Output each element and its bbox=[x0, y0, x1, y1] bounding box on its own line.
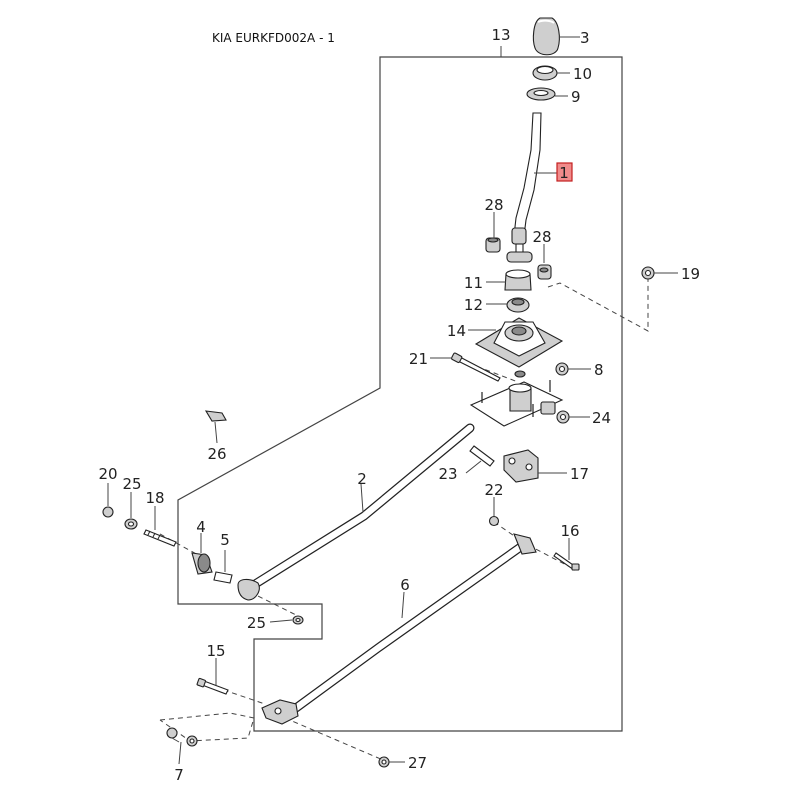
callout-22[interactable]: 22 bbox=[484, 481, 503, 499]
callout-16[interactable]: 16 bbox=[560, 522, 579, 540]
callout-24[interactable]: 24 bbox=[592, 409, 611, 427]
bushing-part-28-left[interactable] bbox=[485, 237, 501, 253]
nut-part-24[interactable] bbox=[556, 410, 570, 424]
boot-spring-part-10[interactable] bbox=[532, 65, 558, 81]
callout-26[interactable]: 26 bbox=[207, 445, 226, 463]
callout-28-left[interactable]: 28 bbox=[484, 196, 503, 214]
diagram-title: KIA EURKFD002A - 1 bbox=[212, 31, 335, 45]
callout-25-right[interactable]: 25 bbox=[247, 614, 266, 632]
callout-14[interactable]: 14 bbox=[447, 322, 466, 340]
callout-28-right[interactable]: 28 bbox=[532, 228, 551, 246]
washer-part-25-left[interactable] bbox=[124, 518, 138, 530]
callout-11[interactable]: 11 bbox=[464, 274, 483, 292]
ring-part-9[interactable] bbox=[526, 87, 556, 101]
collar-part-5[interactable] bbox=[213, 571, 233, 584]
callout-8[interactable]: 8 bbox=[594, 361, 604, 379]
dashed-line-18 bbox=[159, 533, 201, 557]
bushing-part-7[interactable] bbox=[166, 727, 198, 747]
callout-15[interactable]: 15 bbox=[206, 642, 225, 660]
nut-part-19[interactable] bbox=[641, 266, 655, 280]
callout-2[interactable]: 2 bbox=[357, 470, 367, 488]
cable-part-2[interactable] bbox=[237, 423, 475, 601]
dashed-line-27 bbox=[284, 717, 384, 761]
callout-6[interactable]: 6 bbox=[400, 576, 410, 594]
bracket-part-17[interactable] bbox=[503, 449, 539, 483]
bushing-part-12[interactable] bbox=[506, 297, 530, 313]
bushing-part-11[interactable] bbox=[504, 269, 532, 291]
dashed-line-7 bbox=[159, 712, 255, 742]
callout-4[interactable]: 4 bbox=[196, 518, 206, 536]
bush-part-4[interactable] bbox=[191, 552, 213, 575]
callout-20[interactable]: 20 bbox=[98, 465, 117, 483]
callout-18[interactable]: 18 bbox=[145, 489, 164, 507]
callout-21[interactable]: 21 bbox=[409, 350, 428, 368]
nut-part-8[interactable] bbox=[555, 362, 569, 376]
selected-part-highlight bbox=[556, 162, 573, 182]
callout-19[interactable]: 19 bbox=[681, 265, 700, 283]
leader-lines bbox=[107, 36, 678, 765]
pin-part-23[interactable] bbox=[469, 445, 495, 467]
nut-part-22[interactable] bbox=[488, 515, 500, 527]
bolt-part-16[interactable] bbox=[553, 552, 580, 571]
callout-27[interactable]: 27 bbox=[408, 754, 427, 772]
nut-part-27[interactable] bbox=[378, 756, 390, 768]
callout-23[interactable]: 23 bbox=[438, 465, 457, 483]
nut-part-20[interactable] bbox=[102, 506, 114, 518]
callout-17[interactable]: 17 bbox=[570, 465, 589, 483]
grommet-part-26[interactable] bbox=[204, 410, 227, 422]
callout-10[interactable]: 10 bbox=[573, 65, 592, 83]
stud-part-18[interactable] bbox=[143, 529, 177, 547]
bolt-part-21[interactable] bbox=[451, 352, 501, 382]
callout-9[interactable]: 9 bbox=[571, 88, 581, 106]
washer-part-25-right[interactable] bbox=[292, 615, 304, 625]
callout-25-left[interactable]: 25 bbox=[122, 475, 141, 493]
dashed-line-19 bbox=[547, 278, 649, 332]
shift-lever-part-1[interactable] bbox=[506, 112, 542, 263]
callout-12[interactable]: 12 bbox=[464, 296, 483, 314]
assembly-frame bbox=[177, 56, 623, 732]
callout-5[interactable]: 5 bbox=[220, 531, 230, 549]
bolt-part-15[interactable] bbox=[196, 677, 229, 695]
callout-7[interactable]: 7 bbox=[174, 766, 184, 784]
callout-1[interactable]: 1 bbox=[559, 164, 569, 182]
bushing-part-28-right[interactable] bbox=[537, 264, 552, 280]
callout-3[interactable]: 3 bbox=[580, 29, 590, 47]
shift-knob-part-3[interactable] bbox=[532, 17, 560, 56]
callout-13[interactable]: 13 bbox=[491, 26, 510, 44]
callout-labels: 13 3 10 9 1 28 28 11 12 14 21 8 24 19 2 … bbox=[98, 26, 700, 784]
boot-part-14[interactable] bbox=[474, 317, 564, 368]
cable-part-6[interactable] bbox=[261, 533, 537, 725]
housing-part-13[interactable] bbox=[469, 370, 564, 427]
